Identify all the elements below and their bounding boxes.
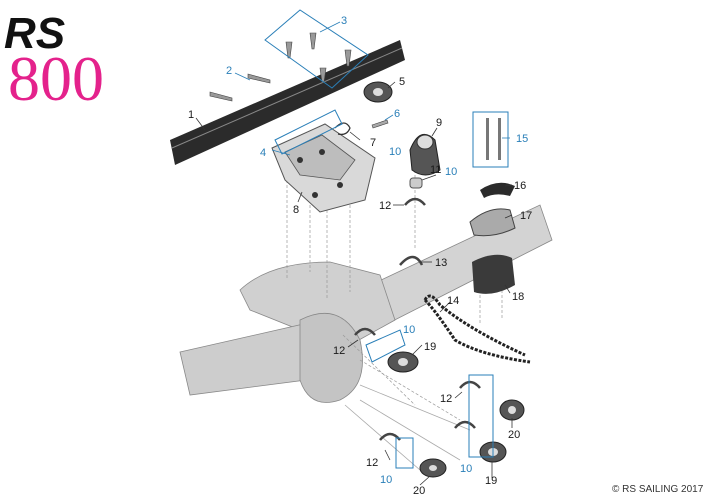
- copyright-notice: © RS SAILING 2017: [612, 484, 704, 495]
- callout-17: 17: [520, 210, 532, 222]
- callout-5: 5: [399, 76, 405, 88]
- callout-labels: 1 2 3 4 5 6 7 8 9 10 10 10 10 10 11 12 1…: [188, 15, 532, 497]
- callout-10-b: 10: [445, 166, 457, 178]
- part-17-cleat-base: [469, 208, 516, 237]
- part-15-bolts: [486, 118, 501, 160]
- logo-model: 800: [8, 43, 104, 114]
- callout-7: 7: [370, 137, 376, 149]
- callout-4: 4: [260, 147, 266, 159]
- part-9-block: [409, 133, 441, 176]
- part-14-rope: [423, 294, 531, 364]
- part-16-cleat: [480, 182, 515, 198]
- callout-14: 14: [447, 295, 459, 307]
- callout-12-d: 12: [366, 457, 378, 469]
- callout-10-d: 10: [460, 463, 472, 475]
- group-boxes: [264, 9, 509, 469]
- part-7-clip: [334, 122, 351, 135]
- callout-6: 6: [394, 108, 400, 120]
- spar-highlight: [171, 47, 403, 149]
- part-20-block-right: [499, 399, 525, 421]
- callout-12-b: 12: [333, 345, 345, 357]
- callout-9: 9: [436, 117, 442, 129]
- part-11-spacer: [409, 177, 423, 189]
- callout-12-a: 12: [379, 200, 391, 212]
- part-8-bracket: [271, 123, 376, 213]
- part-2-screws: [209, 73, 271, 102]
- logo-brand: RS: [4, 9, 65, 58]
- rs800-logo: RS 800: [4, 9, 104, 114]
- callout-20-b: 20: [413, 485, 425, 497]
- part-13-shackle: [399, 255, 424, 266]
- callout-10-e: 10: [380, 474, 392, 486]
- callout-18: 18: [512, 291, 524, 303]
- callout-10-c: 10: [403, 324, 415, 336]
- part-1-spar: [170, 40, 405, 165]
- part-6-pin: [371, 119, 389, 129]
- callout-3: 3: [341, 15, 347, 27]
- callout-10-a: 10: [389, 146, 401, 158]
- callout-8: 8: [293, 204, 299, 216]
- spar-body: [170, 40, 405, 165]
- callout-13: 13: [435, 257, 447, 269]
- callout-19-a: 19: [424, 341, 436, 353]
- callout-12-c: 12: [440, 393, 452, 405]
- part-18-riser: [472, 254, 515, 294]
- leader-lines: [195, 21, 513, 486]
- beam-join: [299, 312, 363, 403]
- part-20-block-bottom: [419, 458, 447, 478]
- callout-19-b: 19: [485, 475, 497, 487]
- hull-structure: [179, 204, 553, 471]
- callout-1: 1: [188, 109, 194, 121]
- callout-20-a: 20: [508, 429, 520, 441]
- callout-16: 16: [514, 180, 526, 192]
- part-5-pulley: [363, 81, 393, 103]
- callout-11: 11: [430, 164, 441, 176]
- part-19-block-upper: [387, 351, 419, 373]
- callout-15: 15: [516, 133, 528, 145]
- callout-2: 2: [226, 65, 232, 77]
